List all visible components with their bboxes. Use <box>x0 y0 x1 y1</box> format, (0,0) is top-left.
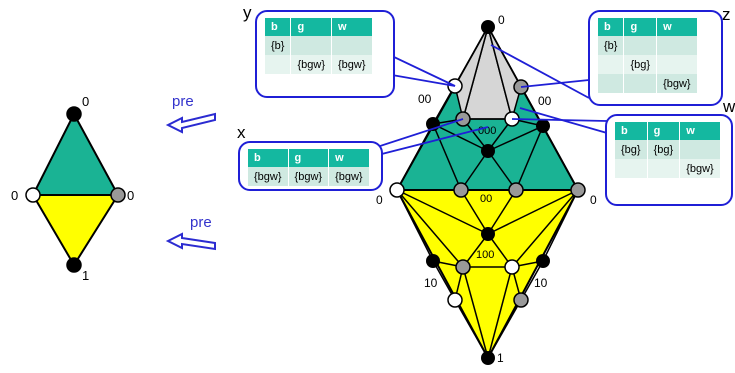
table-cell <box>647 159 681 178</box>
pre-label-upper: pre <box>172 93 194 110</box>
small-label-top: 0 <box>82 94 89 109</box>
header-g: g <box>288 149 330 167</box>
small-vertex-right <box>110 187 126 203</box>
small-vertex-bottom <box>66 257 82 273</box>
big-label-right: 0 <box>590 193 597 207</box>
header-b: b <box>265 18 292 36</box>
table-cell: {b} <box>598 36 625 55</box>
header-b: b <box>615 122 648 140</box>
big-vertex <box>481 144 495 158</box>
header-b: b <box>598 18 625 36</box>
big-vertex <box>508 182 524 198</box>
header-b: b <box>248 149 289 167</box>
table-cell <box>623 74 658 93</box>
table-cell: {bgw} <box>331 55 373 74</box>
table-cell <box>331 36 373 55</box>
callout-x-name: x <box>237 123 246 142</box>
table-cell: {b} <box>265 36 292 55</box>
table-cell <box>598 55 625 74</box>
big-label-left: 0 <box>376 193 383 207</box>
callout-x-table: b g w {bgw} {bgw} {bgw} <box>248 149 370 186</box>
big-vertex <box>504 259 520 275</box>
callout-y-name: y <box>243 3 252 22</box>
table-cell <box>598 74 625 93</box>
big-vertex-bottom <box>481 351 495 365</box>
pre-arrow-lower: pre <box>165 214 216 251</box>
callout-z-name: z <box>722 5 731 24</box>
left-arrow-icon <box>165 112 216 134</box>
table-cell <box>290 36 332 55</box>
big-vertex <box>455 259 471 275</box>
big-label-lower-left: 10 <box>424 276 438 290</box>
header-g: g <box>647 122 681 140</box>
table-cell <box>679 140 721 159</box>
big-diamond-lower-region <box>395 189 580 361</box>
small-label-right: 0 <box>127 188 134 203</box>
callout-w-name: w <box>722 97 735 116</box>
big-vertex <box>481 227 495 241</box>
table-cell <box>615 159 648 178</box>
table-cell: {bgw} <box>656 74 698 93</box>
table-cell <box>623 36 658 55</box>
header-w: w <box>679 122 721 140</box>
header-g: g <box>290 18 332 36</box>
small-vertex-left <box>25 187 41 203</box>
small-diamond: 0 0 0 1 <box>11 94 134 283</box>
table-cell <box>656 55 698 74</box>
table-cell: {bg} <box>647 140 681 159</box>
table-cell: {bgw} <box>290 55 332 74</box>
pre-label-lower: pre <box>190 214 212 231</box>
callout-y: b g w {b} {bgw} {bgw} <box>255 10 395 98</box>
big-label-upper-left: 00 <box>418 92 432 106</box>
header-w: w <box>331 18 373 36</box>
big-label-center-lower: 100 <box>476 249 494 261</box>
big-vertex-top <box>481 20 495 34</box>
table-cell: {bgw} <box>248 167 289 186</box>
table-cell: {bgw} <box>679 159 721 178</box>
table-cell: {bg} <box>623 55 658 74</box>
small-diamond-top-half <box>31 111 120 196</box>
callout-z: b g w {b} {bg} {bgw} <box>588 10 723 106</box>
small-diamond-bottom-half <box>31 194 120 267</box>
header-w: w <box>656 18 698 36</box>
small-label-left: 0 <box>11 188 18 203</box>
header-g: g <box>623 18 658 36</box>
big-vertex-left <box>389 182 405 198</box>
big-vertex <box>536 254 550 268</box>
big-label-top: 0 <box>498 13 505 27</box>
big-label-lower-right: 10 <box>534 276 548 290</box>
table-cell <box>265 55 292 74</box>
big-vertex <box>426 254 440 268</box>
big-vertex-right <box>570 182 586 198</box>
left-arrow-icon <box>165 232 216 251</box>
header-w: w <box>328 149 370 167</box>
big-vertex <box>447 292 463 308</box>
callout-x: b g w {bgw} {bgw} {bgw} <box>238 141 383 191</box>
callout-z-table: b g w {b} {bg} {bgw} <box>598 18 698 93</box>
big-label-center: 00 <box>480 193 492 205</box>
callout-w: b g w {bg} {bg} {bgw} <box>605 114 733 206</box>
callout-pointers <box>373 44 608 157</box>
small-vertex-top <box>66 106 82 122</box>
big-vertex <box>536 119 550 133</box>
pre-arrow-upper: pre <box>165 93 216 134</box>
big-vertex <box>513 292 529 308</box>
big-diamond: 0 00 00 000 00 100 0 0 10 10 1 <box>376 13 597 365</box>
callout-y-table: b g w {b} {bgw} {bgw} <box>265 18 373 74</box>
table-cell <box>656 36 698 55</box>
big-label-bottom: 1 <box>497 351 504 365</box>
big-vertex <box>453 182 469 198</box>
table-cell: {bgw} <box>288 167 330 186</box>
callout-w-table: b g w {bg} {bg} {bgw} <box>615 122 721 178</box>
big-label-upper-right: 00 <box>538 94 552 108</box>
table-cell: {bg} <box>615 140 648 159</box>
small-label-bottom: 1 <box>82 268 89 283</box>
table-cell: {bgw} <box>328 167 370 186</box>
